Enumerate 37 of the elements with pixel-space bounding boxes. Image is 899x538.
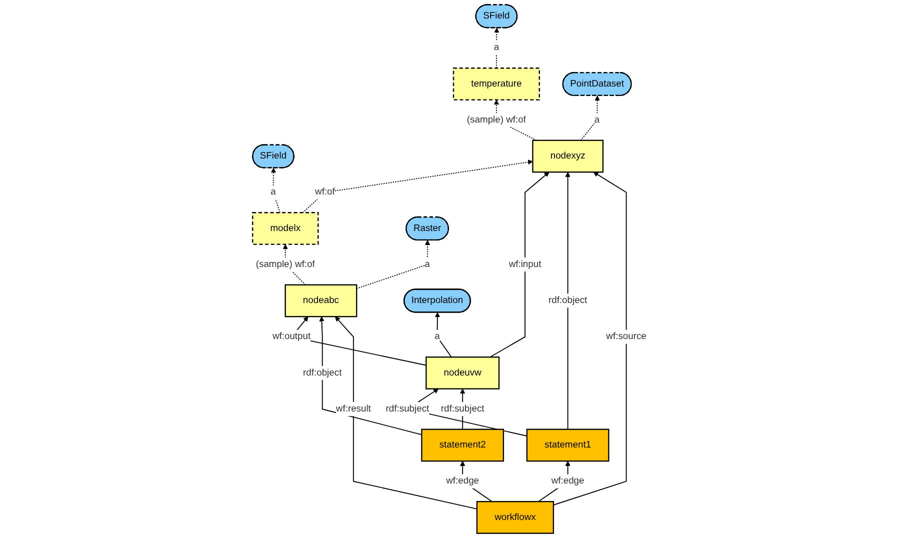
arrow — [319, 316, 422, 436]
node-box: workflowx — [476, 501, 554, 534]
arrow — [356, 240, 430, 290]
arrow — [552, 172, 627, 506]
edge-label: rdf:subject — [440, 404, 484, 414]
edge-label: wf:edge — [446, 476, 480, 486]
edge-label: wf:of — [315, 187, 335, 198]
node-box: temperature — [452, 68, 540, 100]
arrow — [580, 96, 600, 141]
edge-label: wf:output — [272, 332, 311, 342]
edge-label: a — [494, 42, 500, 53]
arrow — [565, 172, 570, 430]
edge-label: a — [270, 187, 276, 198]
node-box: statement1 — [526, 428, 610, 462]
edge-label: (sample) wf:of — [256, 259, 315, 270]
edge-label: a — [424, 259, 430, 270]
arrow — [302, 160, 533, 214]
arrow — [490, 172, 550, 358]
node-box: statement2 — [421, 428, 504, 462]
arrow — [434, 312, 452, 358]
edge-label: rdf:object — [303, 368, 342, 378]
edge-label: wf:edge — [551, 476, 584, 486]
edge-label: a — [434, 332, 440, 342]
edge-label: rdf:object — [548, 295, 588, 306]
arrow — [494, 28, 500, 69]
node-box: nodeabc — [284, 284, 358, 318]
edge-label: wf:result — [336, 404, 371, 414]
node-box: nodeuvw — [426, 356, 500, 390]
edge-label: rdf:subject — [386, 404, 430, 414]
arrow — [270, 168, 281, 214]
edge-label: wf:source — [606, 332, 646, 342]
node-box: modelx — [252, 212, 319, 245]
edge-label: (sample) wf:of — [466, 114, 526, 125]
node-box: nodexyz — [532, 140, 604, 173]
edge-label: wf:input — [508, 259, 542, 270]
arrow — [334, 316, 478, 510]
edge-label: a — [594, 114, 600, 125]
